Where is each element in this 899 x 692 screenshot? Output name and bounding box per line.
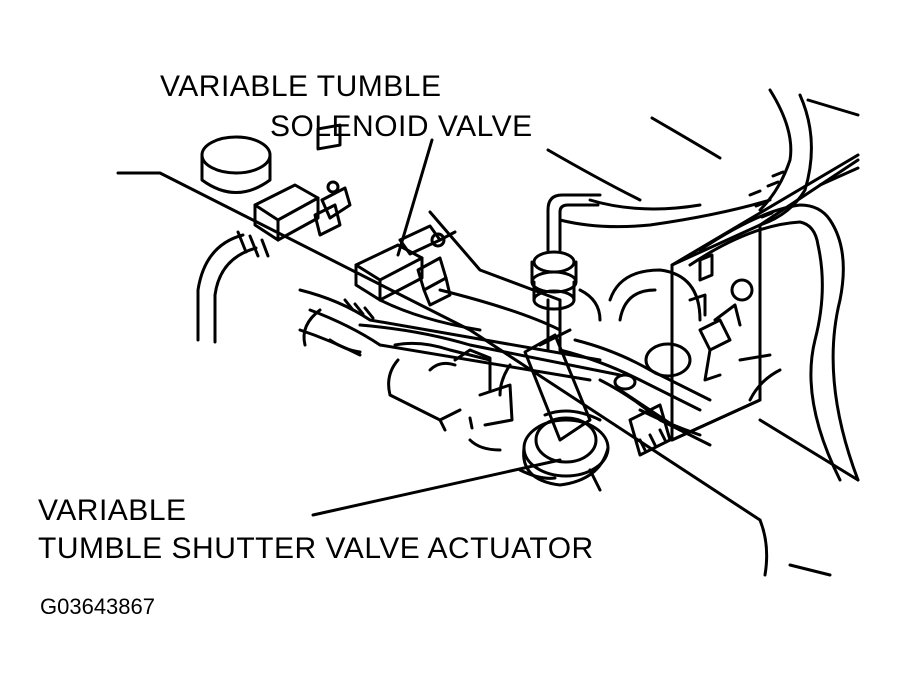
solenoid-valve-label-line-1: VARIABLE TUMBLE [160,70,442,103]
solenoid-leader-line [398,140,432,255]
actuator-label-line-1: VARIABLE [38,494,187,527]
solenoid-valve-label-line-2: SOLENOID VALVE [270,110,533,143]
throttle-body [610,270,700,376]
harness-guide-line [118,173,830,575]
vacuum-hose-left [198,232,268,342]
actuator-label-line-2: TUMBLE SHUTTER VALVE ACTUATOR [38,532,594,565]
solenoid-valve-2 [356,226,455,305]
bracket-box [672,155,858,440]
harness-cables [560,290,710,455]
engine-contour-left [304,310,555,478]
figure-identifier: G03643867 [40,594,155,619]
reservoir-cap [202,137,270,193]
hose-right [690,205,858,480]
shutter-valve-actuator [389,330,608,490]
actuator-leader-line [313,460,560,515]
solenoid-valve-1 [255,125,350,240]
vacuum-pipe-center [532,195,600,350]
background-cover-lines [548,90,858,227]
